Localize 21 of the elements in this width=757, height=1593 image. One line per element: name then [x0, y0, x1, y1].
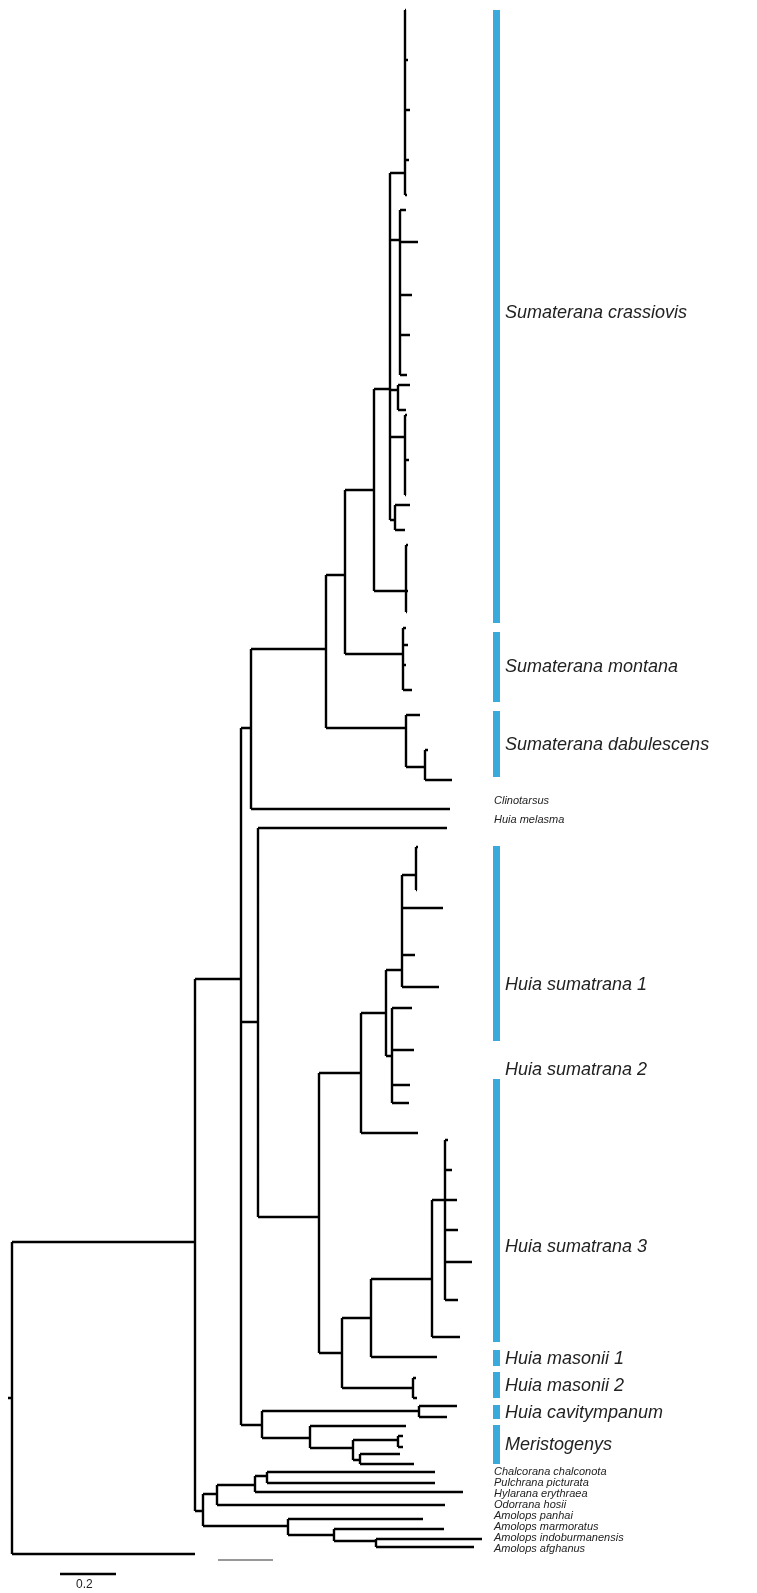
- taxon-label: Chalcorana chalconota: [494, 1465, 607, 1477]
- taxon-label: Clinotarsus: [494, 794, 550, 806]
- clade-label: Sumaterana crassiovis: [505, 303, 688, 321]
- clade-label: Huia cavitympanum: [505, 1403, 664, 1421]
- taxon-label: Huia melasma: [494, 813, 565, 825]
- taxon-label: Amolops indoburmanensis: [494, 1531, 624, 1543]
- taxon-label: Pulchrana picturata: [494, 1476, 589, 1488]
- scale-label: 0.2: [76, 1578, 93, 1590]
- taxon-label: Amolops marmoratus: [494, 1520, 599, 1532]
- taxon-label: Odorrana hosii: [494, 1498, 567, 1510]
- taxon-label: Amolops panhai: [494, 1509, 573, 1521]
- clade-label: Huia sumatrana 2: [505, 1060, 648, 1078]
- clade-label: Huia sumatrana 3: [505, 1237, 648, 1255]
- taxon-label: Amolops afghanus: [494, 1542, 586, 1554]
- clade-label: Sumaterana dabulescens: [505, 735, 710, 753]
- clade-label: Huia sumatrana 1: [505, 975, 648, 993]
- clade-label: Huia masonii 1: [505, 1349, 625, 1367]
- taxon-label: Hylarana erythraea: [494, 1487, 588, 1499]
- clade-label: Huia masonii 2: [505, 1376, 625, 1394]
- clade-label: Sumaterana montana: [505, 657, 679, 675]
- clade-label: Meristogenys: [505, 1435, 613, 1453]
